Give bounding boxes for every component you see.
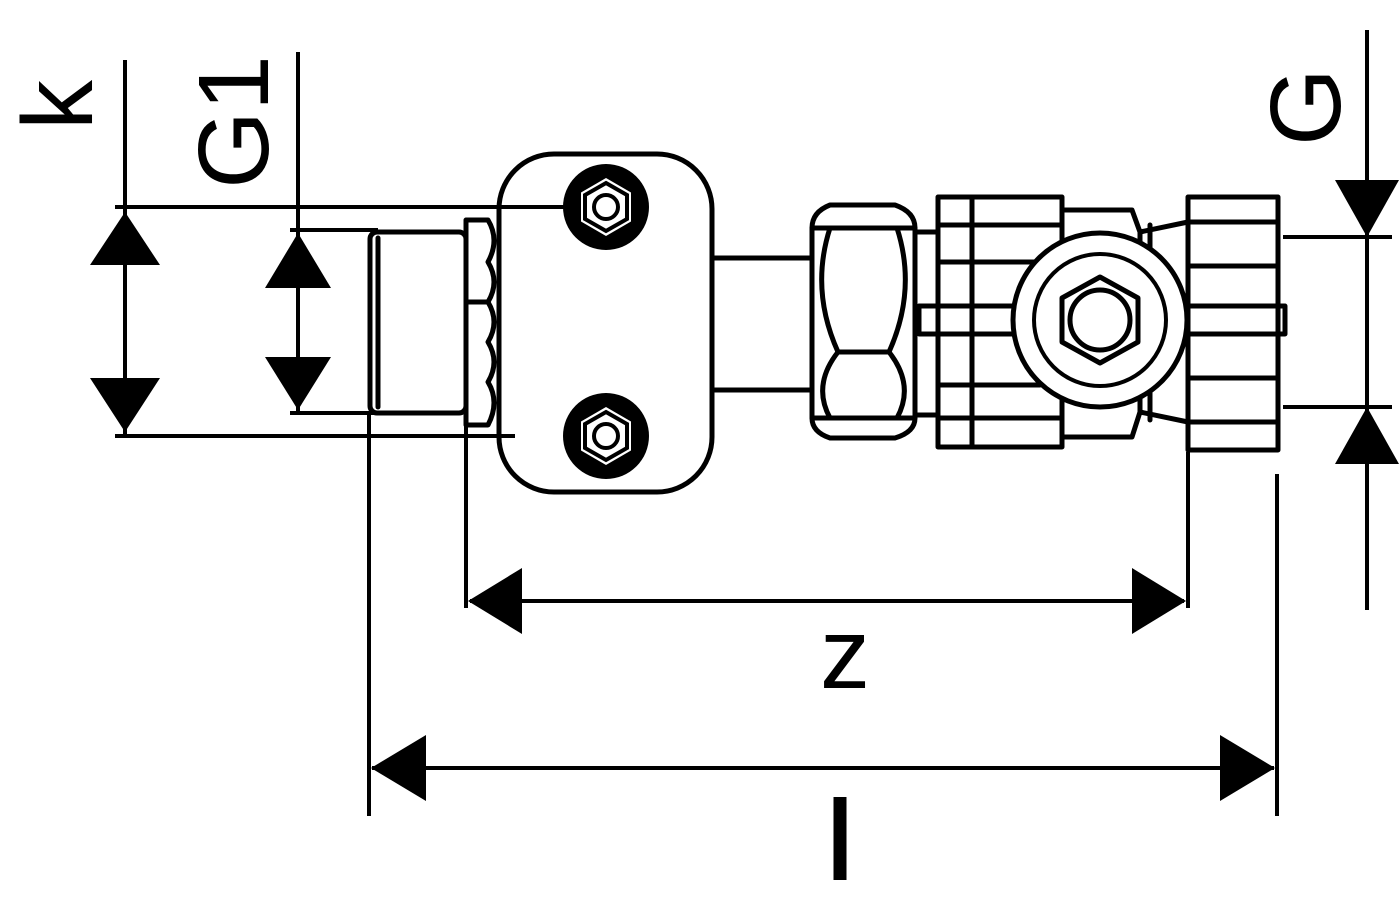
dimension-z: z — [464, 420, 1190, 710]
top-screw-icon — [563, 164, 649, 250]
label-z: z — [820, 598, 870, 710]
left-thread-connector — [367, 217, 497, 428]
arrow-left — [371, 735, 426, 801]
pipe-stub — [709, 255, 815, 393]
label-k: k — [2, 79, 114, 130]
fitting-body — [367, 151, 1288, 495]
mounting-plate — [496, 151, 715, 495]
ball-valve — [916, 194, 1288, 453]
hex-union-nut — [809, 202, 941, 441]
dimension-g1: G1 — [178, 52, 378, 415]
dimension-k: k — [2, 60, 600, 438]
label-g: G — [1250, 68, 1362, 146]
bottom-screw-icon — [563, 393, 649, 479]
valve-stem-hex-icon — [1059, 274, 1141, 366]
dimension-l: l — [367, 413, 1279, 880]
arrow-right — [1220, 735, 1275, 801]
arrow-down — [1335, 180, 1399, 237]
arrow-up — [90, 212, 160, 265]
label-g1: G1 — [178, 55, 290, 188]
arrow-up — [265, 233, 331, 288]
arrow-down — [90, 378, 160, 432]
arrow-down — [265, 357, 331, 410]
dimension-g: G — [1250, 30, 1399, 610]
arrow-left — [468, 568, 522, 634]
arrow-right — [1132, 568, 1186, 634]
arrow-up — [1335, 407, 1399, 464]
